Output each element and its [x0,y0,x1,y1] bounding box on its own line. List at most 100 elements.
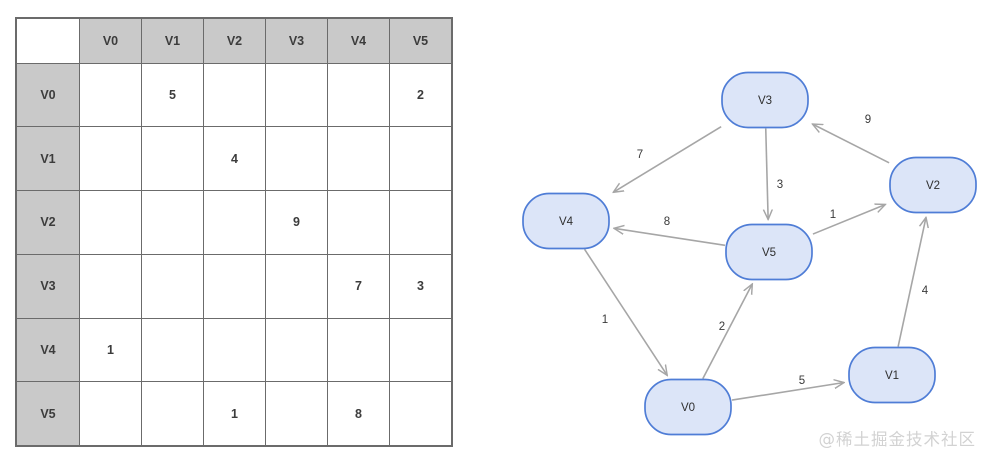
matrix-cell-v3-v3 [265,253,328,319]
matrix-cell-v0-v2 [203,62,266,128]
adjacency-matrix-table: V0 V1 V2 V3 V4 V5 V0 5 2 V1 [15,17,453,447]
graph-node-shape [848,346,936,404]
matrix-cell-v4-v0: 1 [79,317,142,383]
graph-edge-weight-v1-v2: 4 [922,285,929,297]
graph-edge-layer [583,124,926,401]
matrix-row-header-v3: V3 [15,253,80,319]
graph-node-label: V0 [681,402,695,414]
table-row: V2 9 [15,190,453,255]
graph-edge-v2-to-v3 [812,124,890,164]
graph-node-label: V2 [926,180,940,192]
matrix-cell-v1-v5 [389,126,453,192]
matrix-cell-v2-v3: 9 [265,190,328,255]
matrix-header-row: V0 V1 V2 V3 V4 V5 [15,17,453,64]
graph-node-shape [889,156,977,214]
matrix-column-header-v4: V4 [327,17,390,64]
graph-edge-v5-to-v2 [812,204,885,235]
matrix-body: V0 5 2 V1 4 V2 9 [15,62,453,447]
matrix-column-header-v0: V0 [79,17,142,64]
matrix-cell-v5-v0 [79,381,142,447]
table-row: V0 5 2 [15,62,453,128]
matrix-cell-v3-v2 [203,253,266,319]
matrix-cell-v5-v3 [265,381,328,447]
matrix-row-header-v5: V5 [15,381,80,447]
graph-edge-weight-v4-v0: 1 [602,314,608,326]
matrix-cell-v2-v5 [389,190,453,255]
graph-node-shape [522,192,610,250]
graph-node-v0[interactable]: V0 [644,378,732,436]
graph-edge-v3-to-v5 [766,128,768,219]
matrix-row-header-v4: V4 [15,317,80,383]
graph-edge-weight-v5-v2: 1 [830,209,836,221]
graph-node-v2[interactable]: V2 [889,156,977,214]
matrix-cell-v0-v3 [265,62,328,128]
matrix-cell-v1-v4 [327,126,390,192]
graph-edge-weight-v0-v5: 2 [719,321,725,333]
matrix-column-header-v3: V3 [265,17,328,64]
matrix-row-header-v2: V2 [15,190,80,255]
matrix-cell-v3-v5: 3 [389,253,453,319]
graph-edge-v4-to-v0 [583,248,668,375]
graph-edge-weight-v5-v4: 8 [664,216,670,228]
matrix-cell-v1-v3 [265,126,328,192]
matrix-cell-v0-v5: 2 [389,62,453,128]
graph-node-v3[interactable]: V3 [721,71,809,129]
table-row: V4 1 [15,317,453,383]
table-row: V5 1 8 [15,381,453,447]
graph-node-label: V1 [885,370,899,382]
adjacency-matrix-panel: V0 V1 V2 V3 V4 V5 V0 5 2 V1 [15,17,453,447]
matrix-cell-v5-v4: 8 [327,381,390,447]
matrix-row-header-v0: V0 [15,62,80,128]
matrix-cell-v5-v2: 1 [203,381,266,447]
matrix-header: V0 V1 V2 V3 V4 V5 [15,17,453,64]
matrix-cell-v1-v1 [141,126,204,192]
table-row: V1 4 [15,126,453,192]
matrix-cell-v4-v1 [141,317,204,383]
matrix-cell-v5-v5 [389,381,453,447]
graph-edge-v3-to-v4 [613,125,722,193]
graph-node-label: V3 [758,95,772,107]
graph-node-v4[interactable]: V4 [522,192,610,250]
matrix-column-header-v1: V1 [141,17,204,64]
table-row: V3 7 3 [15,253,453,319]
graph-node-v1[interactable]: V1 [848,346,936,404]
matrix-cell-v1-v2: 4 [203,126,266,192]
matrix-cell-v0-v4 [327,62,390,128]
matrix-cell-v4-v2 [203,317,266,383]
graph-edge-v0-to-v5 [702,284,752,379]
graph-node-label: V5 [762,247,776,259]
graph-edge-weight-v0-v1: 5 [799,375,805,387]
graph-edge-v5-to-v4 [614,228,726,247]
matrix-cell-v4-v3 [265,317,328,383]
matrix-cell-v0-v1: 5 [141,62,204,128]
matrix-cell-v3-v4: 7 [327,253,390,319]
matrix-cell-v2-v1 [141,190,204,255]
graph-edge-v0-to-v1 [731,383,844,401]
matrix-cell-v0-v0 [79,62,142,128]
matrix-cell-v4-v4 [327,317,390,383]
graph-node-label: V4 [559,216,574,228]
graph-node-v5[interactable]: V5 [725,223,813,281]
matrix-corner-cell [15,17,80,64]
matrix-column-header-v5: V5 [389,17,453,64]
graph-edge-label-layer: 7 3 9 8 1 1 2 5 4 [602,114,929,387]
graph-edge-weight-v3-v5: 3 [777,179,783,191]
matrix-cell-v3-v1 [141,253,204,319]
matrix-cell-v2-v4 [327,190,390,255]
graph-edge-weight-v2-v3: 9 [865,114,871,126]
graph-edge-v1-to-v2 [897,217,926,347]
matrix-cell-v2-v0 [79,190,142,255]
matrix-column-header-v2: V2 [203,17,266,64]
matrix-cell-v5-v1 [141,381,204,447]
matrix-cell-v1-v0 [79,126,142,192]
matrix-cell-v3-v0 [79,253,142,319]
graph-edge-weight-v3-v4: 7 [637,149,643,161]
matrix-row-header-v1: V1 [15,126,80,192]
graph-node-shape [644,378,732,436]
matrix-cell-v2-v2 [203,190,266,255]
graph-node-shape [721,71,809,129]
matrix-cell-v4-v5 [389,317,453,383]
